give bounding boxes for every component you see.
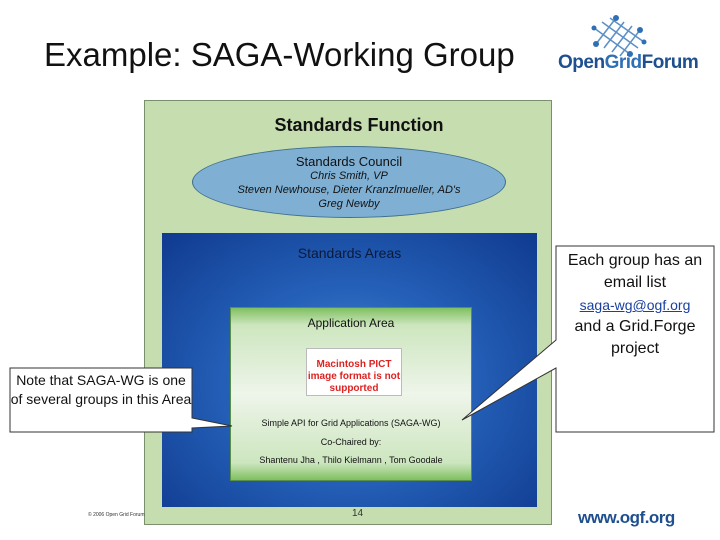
note-left-callout: Note that SAGA-WG is one of several grou… [10,372,192,407]
note-right-callout: Each group has an email list saga-wg@ogf… [556,246,714,432]
slide-title: Example: SAGA-Working Group [44,36,515,73]
email-link[interactable]: saga-wg@ogf.org [579,297,691,313]
ogf-logo-icon [591,15,647,57]
logo-text-forum: Forum [641,52,699,73]
footer-url[interactable]: www.ogf.org [578,508,675,527]
cochair-names: Shantenu Jha , Thilo Kielmann , Tom Good… [259,455,443,465]
footer-copyright: © 2006 Open Grid Forum [88,512,145,518]
logo-text-open: Open [558,52,605,73]
council-line: Chris Smith, VP [310,170,388,182]
note-right-line1: Each group has an email list [567,252,703,291]
council-line: Greg Newby [318,198,380,210]
pict-placeholder-image: Macintosh PICT image format is not suppo… [306,348,402,396]
cochair-label: Co-Chaired by: [320,437,382,447]
application-area-title: Application Area [307,316,395,330]
standards-function-title: Standards Function [274,115,444,135]
council-line: Steven Newhouse, Dieter Kranzlmueller, A… [237,184,461,196]
standards-council-title: Standards Council [295,154,403,169]
standards-areas-title: Standards Areas [297,245,402,261]
note-right-line2: and a Grid.Forge project [574,318,696,357]
page-number: 14 [352,508,364,519]
saga-wg-line: Simple API for Grid Applications (SAGA-W… [261,418,441,428]
logo-text-grid: Grid [604,52,643,73]
standards-council-ellipse [192,146,506,218]
ogf-logo-text: OpenGridForum [558,52,699,74]
